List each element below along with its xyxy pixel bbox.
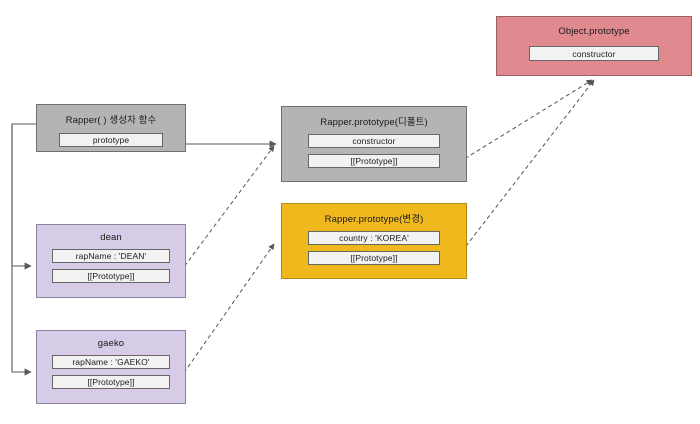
node-prototype-default-title: Rapper.prototype(디폴트): [320, 117, 428, 128]
node-rapper-constructor: Rapper( ) 생성자 함수 prototype: [36, 104, 186, 152]
node-prototype-changed: Rapper.prototype(변경) country : 'KOREA' […: [281, 203, 467, 279]
edge-ctor-to-gaeko: [11, 124, 32, 376]
edge-default-proto-to-object-prototype: [452, 79, 593, 167]
node-prototype-default: Rapper.prototype(디폴트) constructor [[Prot…: [281, 106, 467, 182]
edge-ctor-to-dean: [11, 123, 36, 270]
node-gaeko: gaeko rapName : 'GAEKO' [[Prototype]]: [36, 330, 186, 404]
slot-prototype-changed-country: country : 'KOREA': [308, 231, 440, 245]
edge-dean-proto-to-default-proto: [171, 145, 275, 284]
node-object-prototype-title: Object.prototype: [558, 26, 630, 37]
node-object-prototype: Object.prototype constructor: [496, 16, 692, 76]
node-dean: dean rapName : 'DEAN' [[Prototype]]: [36, 224, 186, 298]
slot-gaeko-internal-prototype: [[Prototype]]: [52, 375, 170, 389]
node-rapper-constructor-title: Rapper( ) 생성자 함수: [65, 115, 157, 126]
slot-dean-rapname: rapName : 'DEAN': [52, 249, 170, 263]
edge-gaeko-proto-to-changed-proto: [171, 243, 275, 391]
slot-prototype-changed-internal-prototype: [[Prototype]]: [308, 251, 440, 265]
slot-rapper-constructor-prototype: prototype: [59, 133, 163, 147]
slot-dean-internal-prototype: [[Prototype]]: [52, 269, 170, 283]
node-dean-title: dean: [100, 232, 122, 243]
node-gaeko-title: gaeko: [97, 338, 125, 349]
slot-gaeko-rapname: rapName : 'GAEKO': [52, 355, 170, 369]
slot-prototype-default-constructor: constructor: [308, 134, 440, 148]
slot-object-prototype-constructor: constructor: [529, 46, 659, 61]
node-prototype-changed-title: Rapper.prototype(변경): [324, 214, 424, 225]
slot-prototype-default-internal-prototype: [[Prototype]]: [308, 154, 440, 168]
edge-changed-proto-to-object-prototype: [452, 79, 595, 264]
